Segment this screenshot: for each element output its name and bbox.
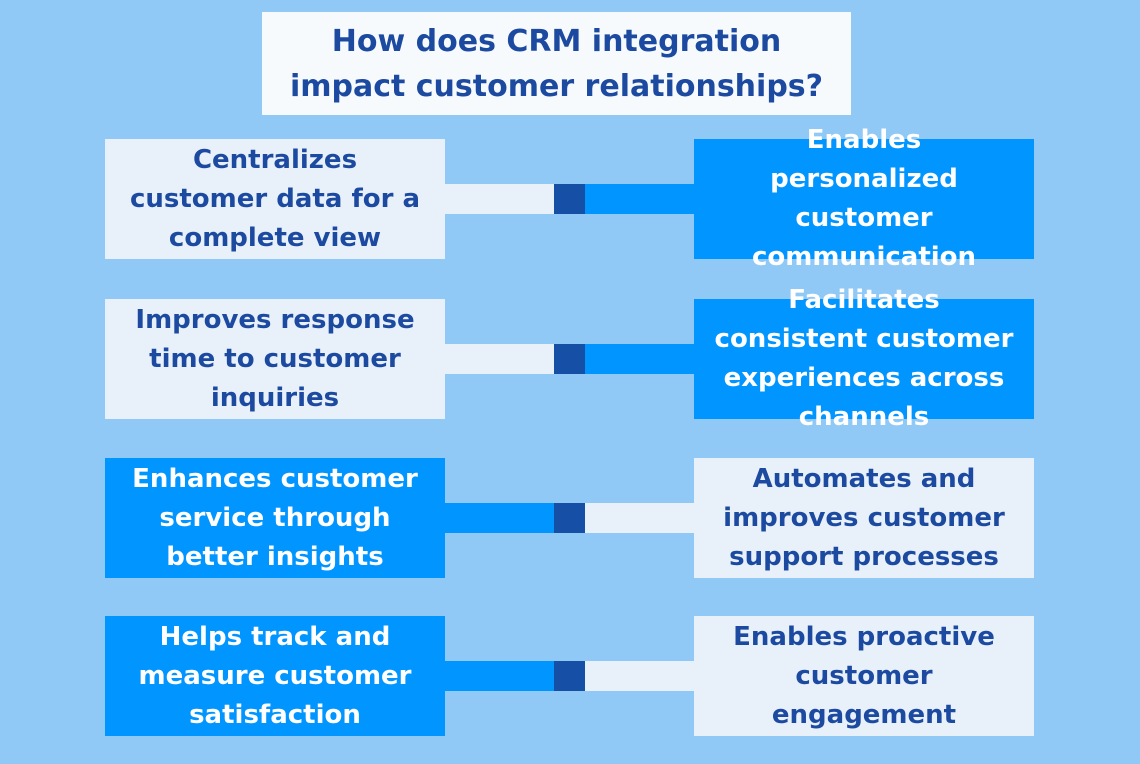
connector-2-node	[554, 344, 585, 374]
connector-3	[445, 503, 694, 533]
benefit-row-3: Enhances customer service through better…	[0, 458, 1140, 578]
connector-2	[445, 344, 694, 374]
benefit-box-consistent-experiences: Facilitates consistent customer experien…	[694, 285, 1034, 432]
benefit-box-customer-service: Enhances customer service through better…	[105, 458, 445, 578]
connector-2-right-bar	[585, 344, 694, 374]
benefit-row-2: Improves response time to customer inqui…	[0, 285, 1140, 432]
title-line-1: How does CRM integration	[331, 23, 782, 59]
connector-4-node	[554, 661, 585, 691]
benefit-box-personalized-communication: Enables personalized customer communicat…	[694, 125, 1034, 272]
connector-3-node	[554, 503, 585, 533]
benefit-box-track-satisfaction: Helps track and measure customer satisfa…	[105, 616, 445, 736]
connector-3-right-bar	[585, 503, 694, 533]
benefit-row-1: Centralizes customer data for a complete…	[0, 125, 1140, 272]
connector-1	[445, 184, 694, 214]
title-box: How does CRM integration impact customer…	[262, 12, 851, 115]
benefit-row-4: Helps track and measure customer satisfa…	[0, 616, 1140, 736]
connector-1-left-bar	[445, 184, 554, 214]
connector-3-left-bar	[445, 503, 554, 533]
connector-4-left-bar	[445, 661, 554, 691]
benefit-box-response-time: Improves response time to customer inqui…	[105, 299, 445, 419]
connector-1-node	[554, 184, 585, 214]
benefit-box-centralizes-data: Centralizes customer data for a complete…	[105, 139, 445, 259]
connector-2-left-bar	[445, 344, 554, 374]
connector-1-right-bar	[585, 184, 694, 214]
connector-4-right-bar	[585, 661, 694, 691]
benefit-box-automates-support: Automates and improves customer support …	[694, 458, 1034, 578]
connector-4	[445, 661, 694, 691]
benefit-box-proactive-engagement: Enables proactive customer engagement	[694, 616, 1034, 736]
title-line-2: impact customer relationships?	[289, 68, 824, 104]
